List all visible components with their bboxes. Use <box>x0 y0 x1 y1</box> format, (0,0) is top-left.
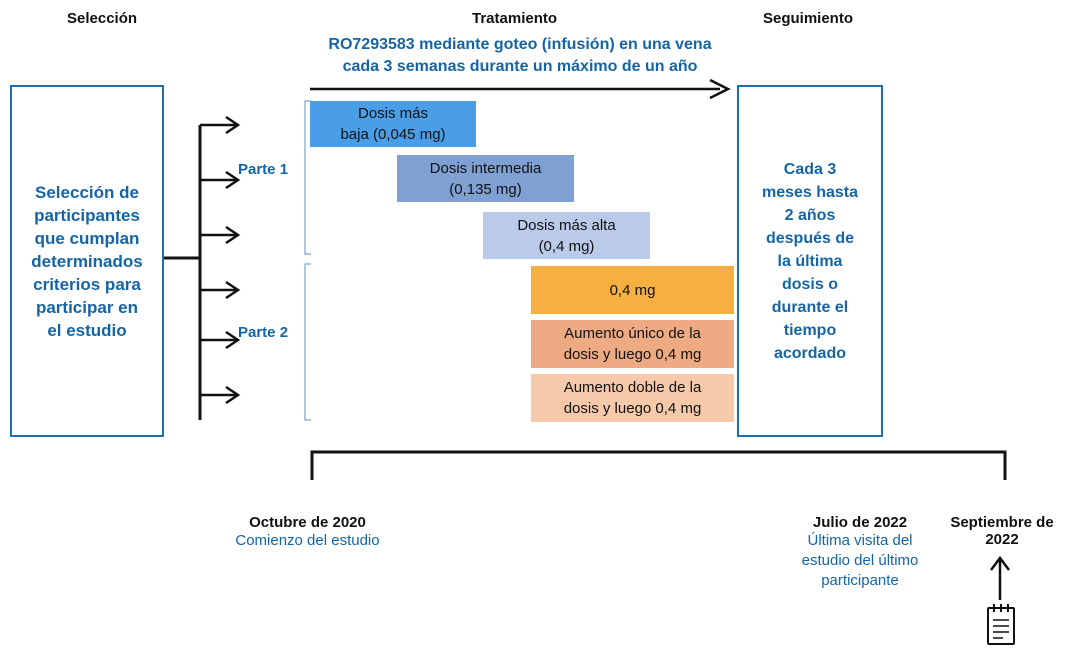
dose-box-intermediate: Dosis intermedia (0,135 mg) <box>397 155 574 202</box>
report-date: 2022 <box>985 531 1019 548</box>
dose-line: Dosis más <box>357 105 428 122</box>
arrow-right-icon <box>225 280 241 300</box>
dose-line: Aumento único de la <box>564 325 701 342</box>
clipboard-document-icon <box>987 604 1015 645</box>
last-visit-note: Última visita del <box>807 532 913 549</box>
arrow-right-icon <box>709 78 731 100</box>
dose-line: dosis y luego 0,4 mg <box>563 346 702 363</box>
dose-box-single-step: Aumento único de la dosis y luego 0,4 mg <box>531 320 734 368</box>
dose-line: (0,135 mg) <box>449 180 522 198</box>
followup-line: acordado <box>773 344 846 362</box>
arrow-right-icon <box>225 170 241 190</box>
arrow-right-icon <box>225 115 241 135</box>
selection-line: el estudio <box>47 320 127 340</box>
dose-box-highest: Dosis más alta (0,4 mg) <box>483 212 650 259</box>
timeline-report: Septiembre de 2022 <box>938 514 1066 548</box>
dose-line: (0,4 mg) <box>538 237 595 255</box>
selection-line: determinados <box>31 251 143 271</box>
selection-box: Selección de participantes que cumplan d… <box>10 85 164 437</box>
part1-label: Parte 1 <box>238 161 289 178</box>
followup-line: la última <box>777 252 843 270</box>
followup-line: tiempo <box>783 321 837 339</box>
followup-box: Cada 3 meses hasta 2 años después de la … <box>737 85 883 437</box>
treatment-description-line1: RO7293583 mediante goteo (infusión) en u… <box>328 36 712 53</box>
timeline-start: Octubre de 2020 Comienzo del estudio <box>200 514 415 551</box>
followup-line: Cada 3 <box>783 160 837 178</box>
dose-line: Dosis intermedia <box>429 159 542 177</box>
last-visit-note: participante <box>821 572 899 589</box>
dose-line: Dosis más alta <box>517 216 616 234</box>
followup-line: después de <box>765 229 855 247</box>
followup-line: durante el <box>771 298 849 316</box>
selection-line: que cumplan <box>34 228 140 248</box>
start-note: Comienzo del estudio <box>235 532 380 549</box>
arrow-right-icon <box>225 225 241 245</box>
followup-line: 2 años <box>784 206 836 224</box>
dose-box-double-step: Aumento doble de la dosis y luego 0,4 mg <box>531 374 734 422</box>
dose-line: Aumento doble de la <box>563 379 702 396</box>
report-date: Septiembre de <box>950 514 1054 531</box>
last-visit-note: estudio del último <box>801 552 919 569</box>
timeline-bracket <box>310 450 1007 480</box>
start-date: Octubre de 2020 <box>249 514 366 531</box>
selection-line: Selección de <box>35 182 139 202</box>
header-followup: Seguimiento <box>763 10 854 27</box>
part2-label: Parte 2 <box>238 324 289 341</box>
arrow-right-icon <box>225 330 241 350</box>
dose-box-part2-fixed: 0,4 mg <box>531 266 734 314</box>
dose-line: 0,4 mg <box>609 281 656 299</box>
part1-bracket <box>304 100 311 255</box>
last-visit-date: Julio de 2022 <box>812 514 908 531</box>
selection-line: participar en <box>35 297 139 317</box>
arrow-right-icon <box>225 385 241 405</box>
selection-line: criterios para <box>33 274 141 294</box>
dose-box-lowest: Dosis más baja (0,045 mg) <box>310 101 476 147</box>
header-selection: Selección <box>67 10 138 27</box>
followup-line: dosis o <box>781 275 838 293</box>
timeline-last-visit: Julio de 2022 Última visita del estudio … <box>780 514 940 591</box>
part2-bracket <box>304 263 311 421</box>
selection-line: participantes <box>34 205 140 225</box>
followup-line: meses hasta <box>761 183 859 201</box>
dose-line: dosis y luego 0,4 mg <box>563 400 702 417</box>
dose-line: baja (0,045 mg) <box>340 126 446 143</box>
header-treatment: Tratamiento <box>472 10 558 27</box>
treatment-description: RO7293583 mediante goteo (infusión) en u… <box>250 34 790 78</box>
arrow-up-icon <box>990 555 1010 571</box>
treatment-description-line2: cada 3 semanas durante un máximo de un a… <box>342 58 698 75</box>
